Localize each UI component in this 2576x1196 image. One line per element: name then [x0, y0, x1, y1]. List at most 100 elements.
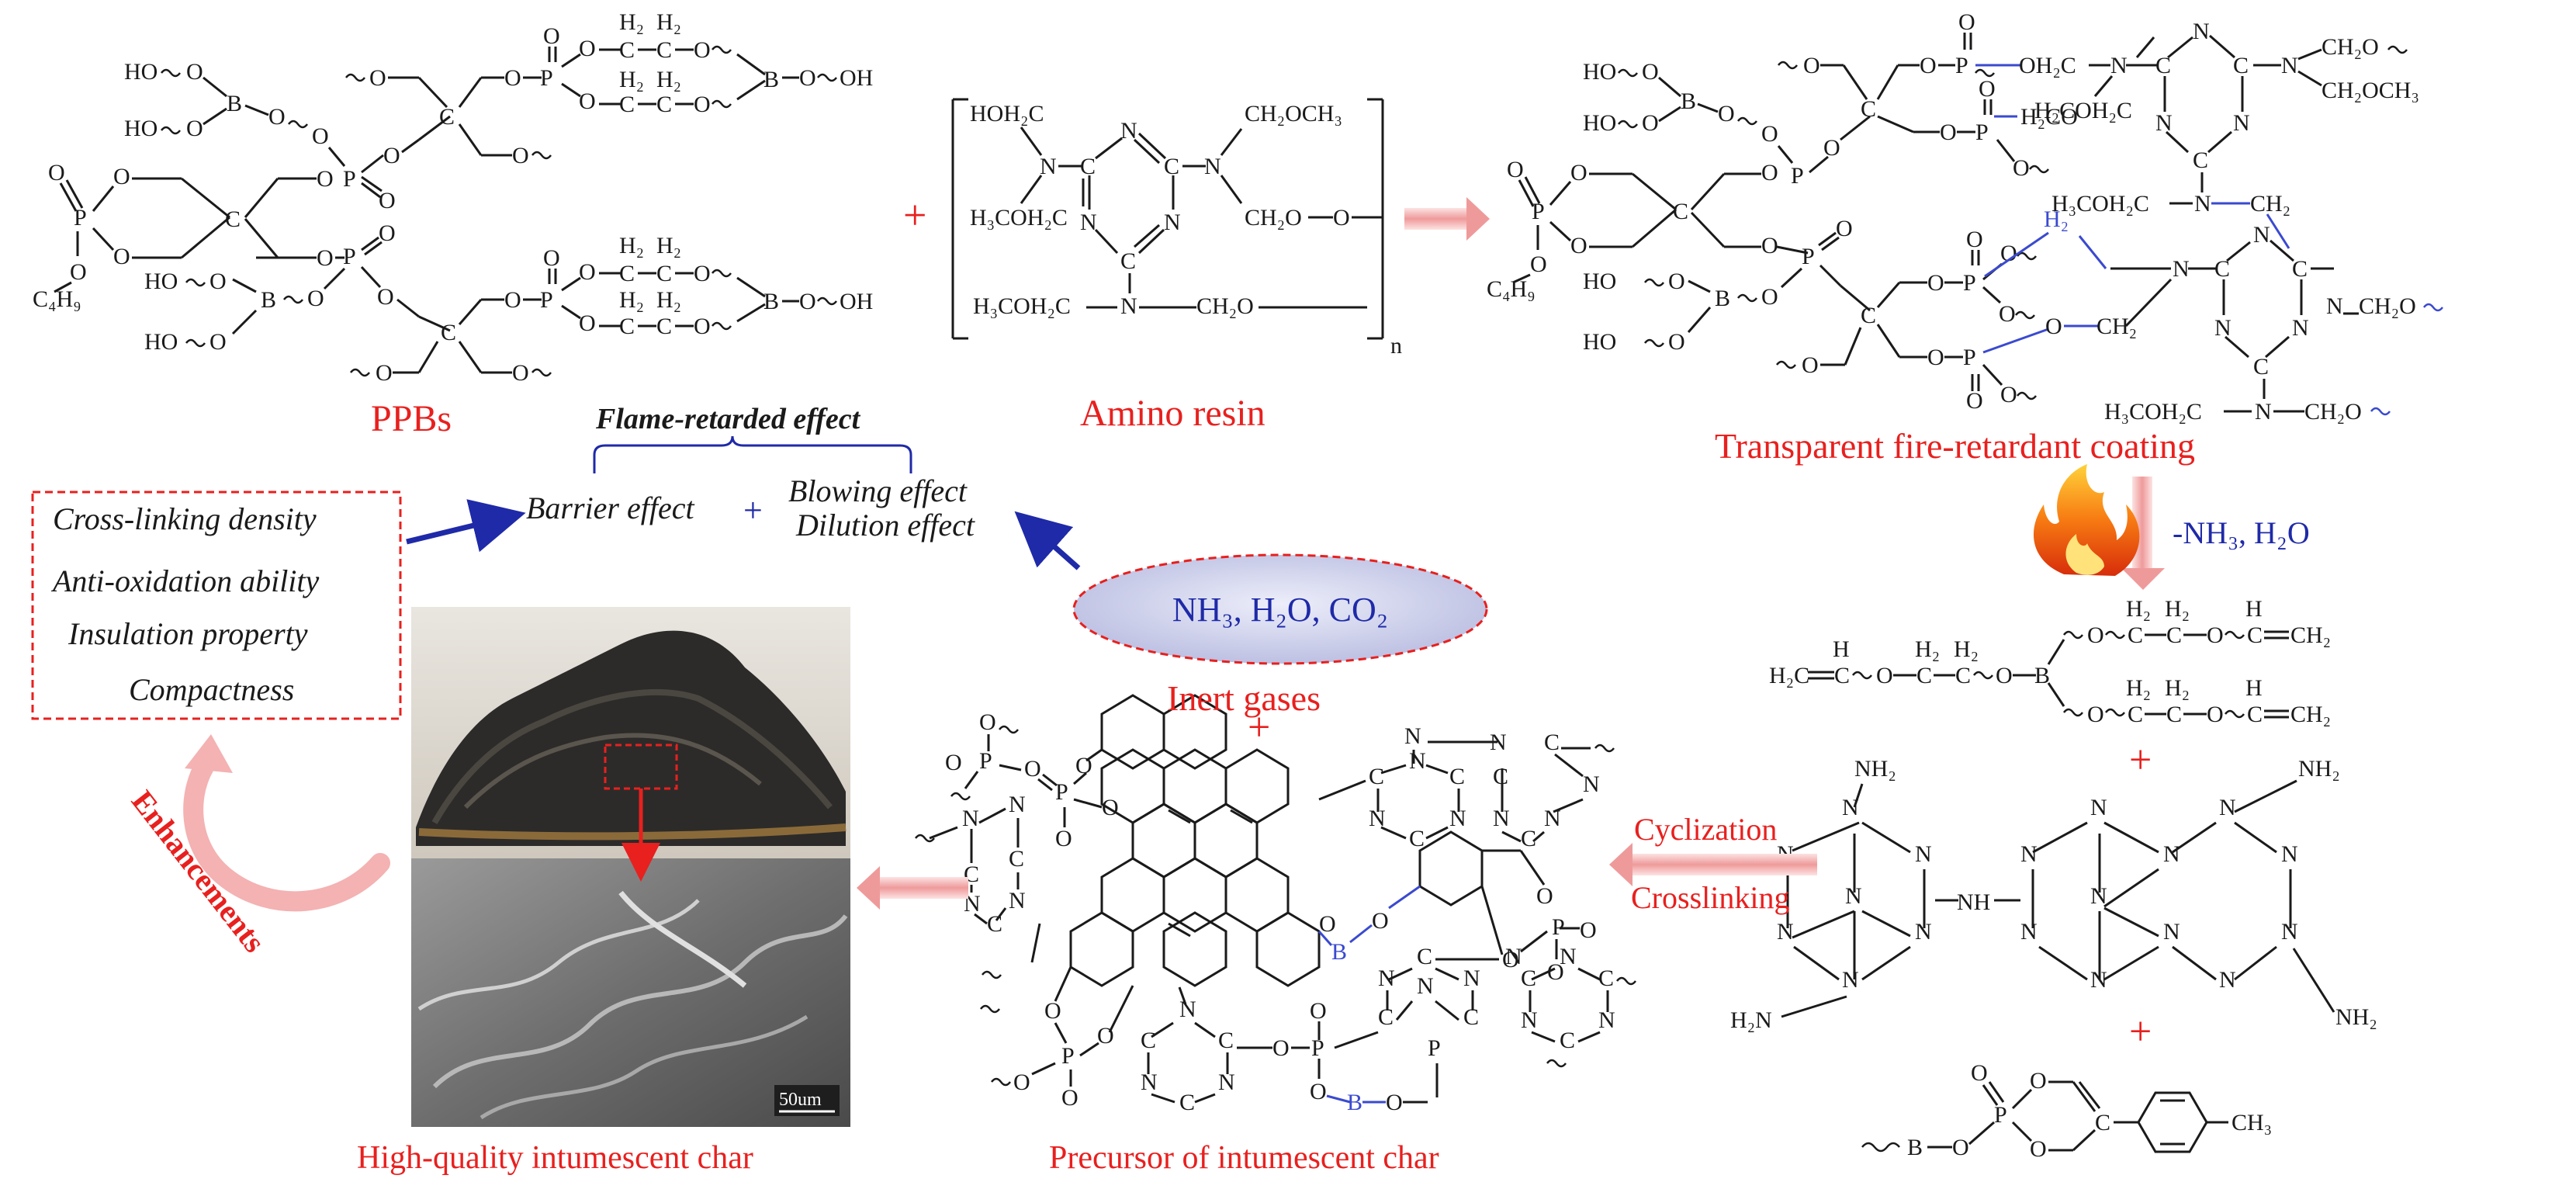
- amino-resin-label: Amino resin: [1080, 393, 1265, 434]
- flame-icon: [2033, 464, 2140, 576]
- chem-h2: H₂: [2126, 596, 2151, 622]
- chem-n: N: [2090, 967, 2107, 993]
- chem-c: C: [619, 314, 635, 339]
- chem-o: O: [504, 287, 521, 313]
- precursor-structure: O O P O O P O O N N C C N N C: [915, 694, 1636, 1115]
- chem-c: C: [1009, 846, 1024, 872]
- chem-c: C: [2128, 622, 2143, 648]
- crosslinking-label: Crosslinking: [1631, 880, 1789, 915]
- chem-o: O: [1310, 998, 1327, 1024]
- chem-n: N: [1845, 883, 1862, 909]
- chem-p: P: [1061, 1043, 1075, 1069]
- chem-c: C: [1218, 1028, 1234, 1053]
- chem-o: O: [1971, 1060, 1988, 1086]
- chem-o: O: [379, 220, 396, 246]
- chem-n: N: [1915, 919, 1932, 945]
- chem-c4h9: C₄H₉: [1487, 276, 1536, 302]
- chem-c: C: [1521, 965, 1536, 991]
- blowing-effect-label: Blowing effect: [788, 473, 968, 508]
- chem-nh2: NH₂: [1854, 756, 1896, 782]
- chem-n: N: [2281, 53, 2298, 78]
- scale-bar-label: 50um: [779, 1090, 822, 1110]
- chem-c: C: [1120, 248, 1136, 274]
- chem-p: P: [343, 166, 356, 192]
- chem-c: C: [656, 37, 672, 63]
- chem-b: B: [227, 91, 242, 116]
- chem-hoh2c: HOH₂C: [970, 101, 1044, 127]
- chem-ch2: CH₂: [2096, 314, 2137, 339]
- chem-nh: NH: [1957, 889, 1990, 915]
- chem-c: C: [1916, 663, 1932, 688]
- chem-c: C: [1409, 826, 1425, 851]
- chem-c: C: [619, 37, 635, 63]
- chem-n: N: [1204, 154, 1221, 179]
- chem-n: N: [1179, 997, 1196, 1022]
- chem-oh2c: OH₂C: [2019, 53, 2076, 78]
- chem-nh2: NH₂: [2298, 756, 2340, 782]
- chem-o: O: [694, 261, 711, 286]
- chem-o: O: [1940, 120, 1957, 145]
- chem-b: B: [1347, 1090, 1362, 1115]
- chem-o: O: [1999, 301, 2016, 327]
- chem-o: O: [1044, 998, 1061, 1024]
- chem-p: P: [1963, 345, 1976, 370]
- chem-b: B: [763, 67, 779, 92]
- cyclization-arrow: [1609, 843, 1817, 886]
- gases-to-effect-arrow: [1014, 511, 1081, 570]
- chem-c: C: [1369, 764, 1384, 789]
- properties-box: [31, 491, 402, 720]
- inert-gases-label: Inert gases: [1167, 678, 1321, 718]
- chem-o: O: [799, 289, 816, 314]
- chem-o: O: [1570, 233, 1587, 258]
- chem-c: C: [1544, 730, 1560, 755]
- chem-p: P: [1975, 120, 1989, 145]
- chem-h2: H₂: [2165, 675, 2190, 701]
- reaction-arrow-left: [857, 866, 968, 910]
- bracket: [593, 435, 912, 473]
- chem-o: O: [1668, 269, 1685, 294]
- chem-o: O: [694, 314, 711, 339]
- chem-n: N: [2090, 883, 2107, 909]
- chem-o: O: [1761, 121, 1778, 147]
- chem-p: P: [1994, 1102, 2007, 1128]
- chem-c: C: [1164, 154, 1179, 179]
- chem-o: O: [1952, 1135, 1969, 1160]
- chem-b: B: [1715, 286, 1730, 311]
- amino-resin-structure: n HOH₂C H₃COH₂C N C N C N C N N CH₂OCH₃ …: [951, 98, 1402, 359]
- chem-o: O: [1761, 233, 1778, 258]
- chem-n: N: [2253, 222, 2270, 248]
- chem-n: N: [1141, 1069, 1158, 1095]
- chem-p: P: [1532, 199, 1545, 224]
- chem-p: P: [343, 244, 356, 269]
- chem-o: O: [317, 245, 334, 271]
- chem-ch2och3: CH₂OCH₃: [2322, 78, 2419, 103]
- chem-o: O: [1333, 205, 1350, 231]
- chem-c: C: [1417, 944, 1432, 969]
- chem-o: O: [1102, 795, 1119, 820]
- chem-o: O: [1996, 663, 2013, 688]
- chem-h2: H₂: [2044, 206, 2069, 232]
- chem-p: P: [1955, 53, 1968, 78]
- chem-h: H: [2245, 675, 2263, 701]
- chem-n: N: [1915, 841, 1932, 867]
- plus-sign-r2: +: [2129, 1010, 2152, 1054]
- chem-o: O: [1570, 160, 1587, 185]
- triazine-ring: C N C N N C: [1521, 944, 1636, 1068]
- chem-n: N: [1598, 1007, 1615, 1033]
- chem-nh2: NH₂: [2335, 1004, 2377, 1030]
- chem-ho: HO: [144, 269, 178, 294]
- heat-products-label: -NH₃, H₂O: [2173, 515, 2310, 550]
- chem-n: N: [1409, 748, 1426, 774]
- chem-n: N: [1040, 154, 1057, 179]
- chem-n: N: [2194, 191, 2211, 217]
- chem-h3coh2c: H₃COH₂C: [973, 293, 1071, 319]
- chem-o: O: [504, 65, 521, 91]
- chem-o: O: [1642, 59, 1659, 85]
- chem-n: N: [1463, 965, 1480, 991]
- chem-n: N: [2020, 841, 2038, 867]
- chem-n: N: [2020, 919, 2038, 945]
- chem-n: N: [1369, 806, 1386, 831]
- chem-o: O: [1502, 947, 1519, 972]
- chem-h2co: H₂CO: [2020, 104, 2078, 130]
- chem-o: O: [369, 65, 386, 91]
